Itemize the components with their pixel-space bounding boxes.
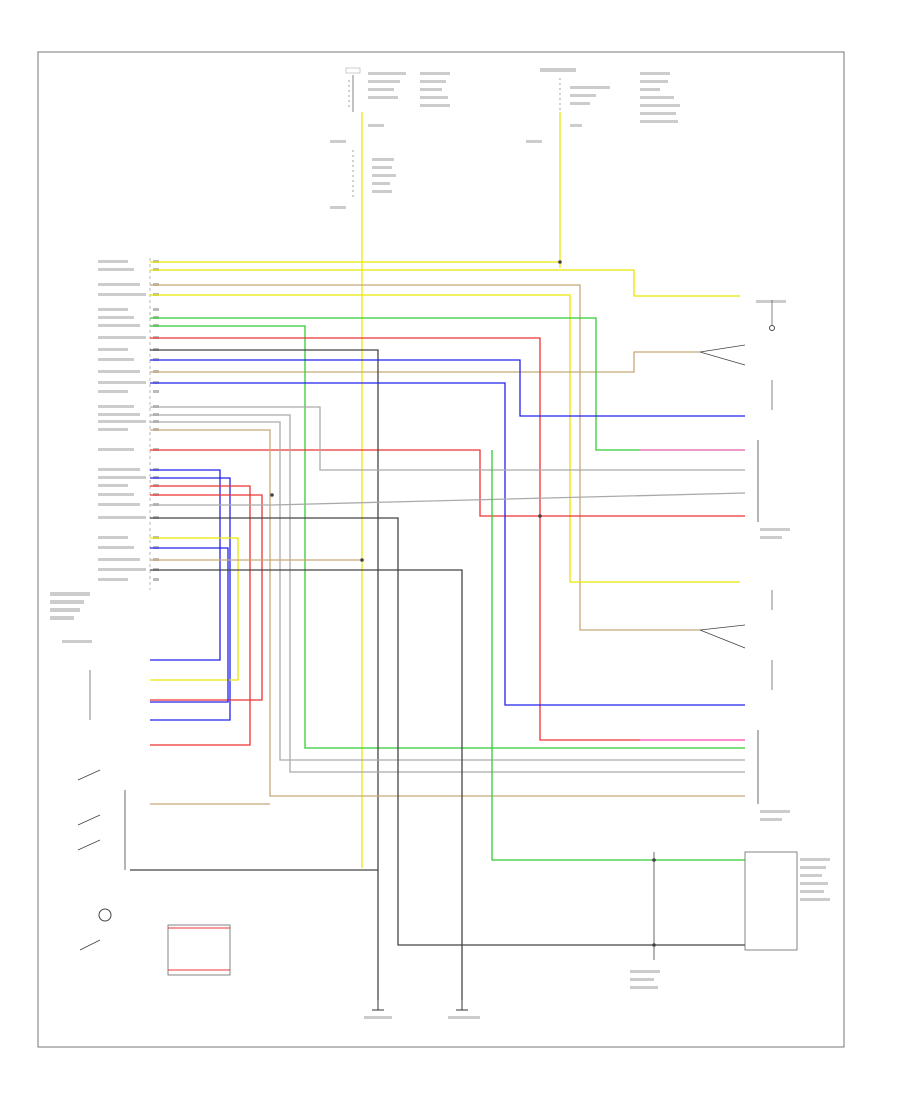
pin-number-placeholder (153, 308, 159, 311)
wire-tan-3 (150, 429, 745, 797)
wire-red-2 (150, 449, 745, 517)
pin-label-placeholder (98, 448, 134, 451)
diagram-frame (37, 51, 845, 1048)
pin-label-placeholder (98, 568, 146, 571)
wire-red-1 (150, 337, 745, 741)
wire-black-2 (150, 517, 745, 946)
module-bottom-right (744, 851, 830, 951)
splice-points (270, 260, 656, 947)
wire-grey-1 (150, 406, 745, 471)
pin-label-placeholder (98, 370, 140, 373)
right-front-sensor (699, 590, 773, 690)
wire-yellow-4 (150, 537, 239, 681)
pin-label-placeholder (98, 503, 140, 506)
wire-tan-1 (150, 284, 700, 631)
pin-label-placeholder (98, 390, 128, 393)
wire-tan-2 (150, 351, 700, 373)
pin-label-placeholder (98, 413, 140, 416)
pin-label-placeholder (98, 308, 128, 311)
wire-grey-3 (150, 421, 745, 761)
wire-bundle (130, 261, 746, 1000)
pin-label-placeholder (98, 546, 134, 549)
left-front-sensor (699, 300, 786, 410)
wire-blue-3 (150, 469, 221, 661)
wire-grey-4 (150, 492, 746, 506)
connector-joint-bottom (630, 852, 660, 989)
wire-grey-2 (150, 414, 745, 773)
pin-label-placeholder (98, 420, 146, 423)
pin-number-placeholder (153, 578, 159, 581)
control-unit-connector (50, 258, 159, 620)
pin-label-placeholder (98, 428, 128, 431)
wire-yellow-3 (150, 294, 740, 583)
pin-label-placeholder (98, 536, 128, 539)
power-relay (79, 908, 231, 976)
wire-blue-1 (150, 359, 745, 417)
pin-label-placeholder (98, 336, 146, 339)
top-right-fuse-block (526, 68, 680, 143)
wire-green-1 (150, 325, 745, 749)
pin-label-placeholder (98, 316, 134, 319)
pin-label-placeholder (98, 493, 134, 496)
wire-red-4 (150, 494, 263, 701)
pin-label-placeholder (98, 381, 146, 384)
wire-blue-2 (150, 382, 745, 706)
wire-green-4 (491, 450, 745, 861)
pin-label-placeholder (98, 293, 146, 296)
wire-blue-4 (150, 477, 231, 721)
pin-label-placeholder (98, 283, 140, 286)
pin-label-placeholder (98, 578, 128, 581)
pin-label-placeholder (98, 260, 128, 263)
pin-label-placeholder (98, 348, 128, 351)
ground-left (364, 1000, 392, 1019)
wire-yellow-2 (150, 269, 740, 297)
pin-label-placeholder (98, 358, 134, 361)
pin-label-placeholder (98, 468, 140, 471)
pin-label-placeholder (98, 324, 140, 327)
pin-label-placeholder (98, 516, 146, 519)
mode-switch-block (62, 640, 126, 870)
pin-label-placeholder (98, 405, 134, 408)
right-position-sensor (757, 730, 790, 821)
wire-black-3 (150, 569, 463, 1000)
left-position-sensor (757, 440, 790, 539)
wire-blue-5 (150, 547, 229, 703)
wire-black-1 (150, 349, 379, 1000)
pin-label-placeholder (98, 476, 146, 479)
ground-right (448, 1000, 480, 1019)
pin-number-placeholder (153, 390, 159, 393)
pin-label-placeholder (98, 268, 134, 271)
pin-label-placeholder (98, 484, 128, 487)
wire-red-3 (150, 485, 251, 746)
pin-label-placeholder (98, 558, 140, 561)
top-left-fuse-block (330, 67, 450, 209)
